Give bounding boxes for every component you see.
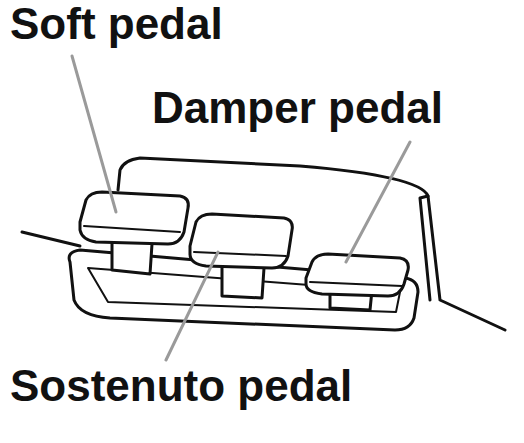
part-label: Damper pedal: [152, 84, 443, 132]
part-label: Sostenuto pedal: [10, 362, 352, 410]
part-label: Soft pedal: [10, 0, 223, 48]
leader-line: [72, 56, 116, 212]
leader-line: [346, 142, 410, 262]
leader-line: [166, 252, 218, 360]
